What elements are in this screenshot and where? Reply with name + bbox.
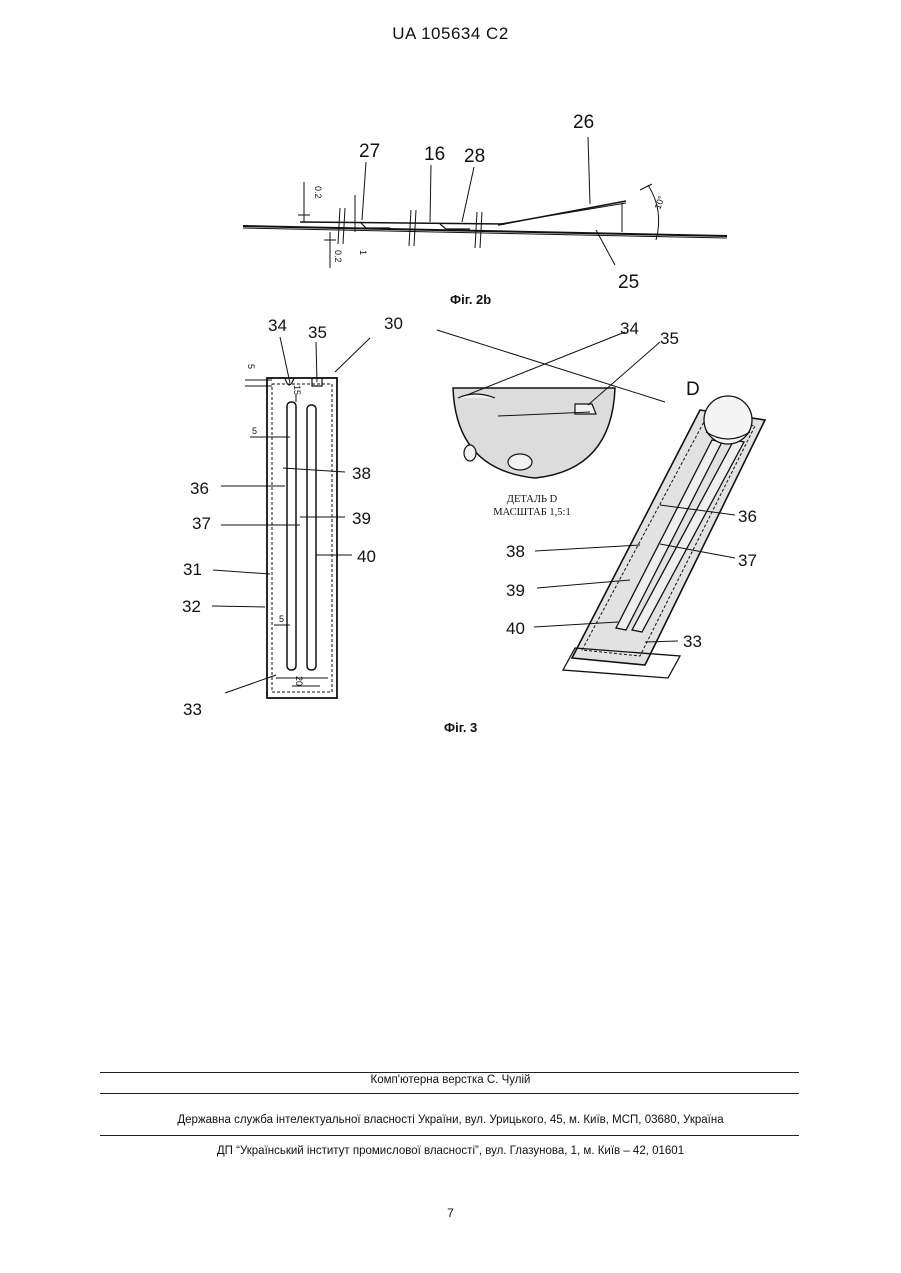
label-38-right: 38 xyxy=(506,542,525,561)
fig-3-right-drawing xyxy=(437,330,765,678)
footer-divider-bottom xyxy=(100,1135,799,1136)
label-35: 35 xyxy=(308,323,327,342)
label-34-right: 34 xyxy=(620,319,639,338)
dim-5-side: 5 xyxy=(252,426,257,436)
detail-caption-scale: МАСШТАБ 1,5:1 xyxy=(493,507,570,518)
label-37: 37 xyxy=(192,514,211,533)
fig-3-left-labels: 34 35 30 36 38 37 39 40 31 32 33 5 15 5 … xyxy=(182,314,403,719)
detail-caption-title: ДЕТАЛЬ D xyxy=(507,494,558,505)
label-36: 36 xyxy=(190,479,209,498)
dim-5-bottom: 5 xyxy=(279,614,284,624)
footer-divider-middle xyxy=(100,1093,799,1094)
label-39-right: 39 xyxy=(506,581,525,600)
dim-5-top: 5 xyxy=(246,364,256,369)
label-35-right: 35 xyxy=(660,329,679,348)
footer-divider-top xyxy=(100,1072,799,1073)
dim-angle: 10° xyxy=(652,194,666,211)
label-32: 32 xyxy=(182,597,201,616)
label-26: 26 xyxy=(573,112,594,133)
page-number: 7 xyxy=(0,1206,901,1220)
dim-0-2-bottom: 0.2 xyxy=(333,250,343,263)
dim-1: 1 xyxy=(358,250,368,255)
label-16: 16 xyxy=(424,144,445,165)
label-36-right: 36 xyxy=(738,507,757,526)
dim-20: 20 xyxy=(294,676,304,686)
label-34: 34 xyxy=(268,316,287,335)
label-38: 38 xyxy=(352,464,371,483)
footer-typesetting: Комп'ютерна верстка С. Чулій xyxy=(0,1074,901,1086)
label-28: 28 xyxy=(464,146,485,167)
label-37-right: 37 xyxy=(738,551,757,570)
patent-figures: 27 16 28 26 25 0.2 0.2 1 10° Фіг. 2b xyxy=(0,0,901,760)
fig-2b-caption: Фіг. 2b xyxy=(450,292,491,307)
label-40: 40 xyxy=(357,547,376,566)
label-D: D xyxy=(686,379,700,400)
footer-institute: ДП “Український інститут промислової вла… xyxy=(0,1145,901,1157)
dim-0-2-top: 0.2 xyxy=(313,186,323,199)
label-40-right: 40 xyxy=(506,619,525,638)
dim-15: 15 xyxy=(292,385,302,395)
label-25: 25 xyxy=(618,272,639,293)
fig-3-caption: Фіг. 3 xyxy=(444,720,477,735)
label-39: 39 xyxy=(352,509,371,528)
label-33: 33 xyxy=(183,700,202,719)
label-30: 30 xyxy=(384,314,403,333)
fig-3-left-drawing xyxy=(212,337,370,698)
label-33-right: 33 xyxy=(683,632,702,651)
fig-2b-labels: 27 16 28 26 25 0.2 0.2 1 10° Фіг. 2b xyxy=(313,112,667,307)
label-27: 27 xyxy=(359,141,380,162)
label-31: 31 xyxy=(183,560,202,579)
footer-agency: Державна служба інтелектуальної власност… xyxy=(0,1114,901,1126)
